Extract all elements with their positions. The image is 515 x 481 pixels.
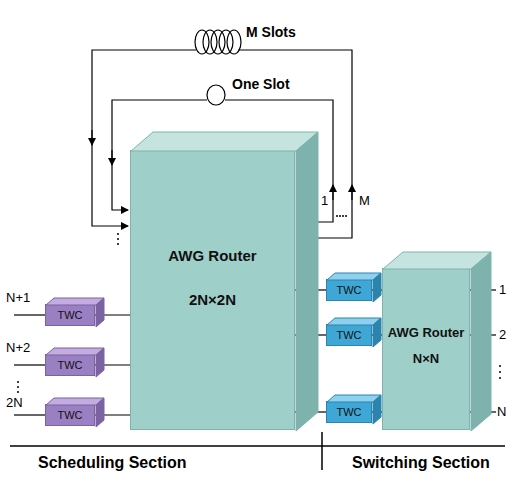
router-label: 2N×2N [131, 291, 294, 308]
awg-router-box: AWG RouterN×N [382, 268, 470, 430]
router-label: N×N [383, 351, 469, 366]
converter-label: TWC [46, 309, 94, 321]
awg-router-box: AWG Router 2N×2N [130, 150, 295, 430]
box-3d-faces [383, 269, 471, 431]
converter-label: TWC [46, 359, 94, 371]
converter-label: TWC [327, 329, 371, 341]
twc-box: TWC [45, 404, 95, 426]
loop-index: 1 [321, 193, 328, 208]
coil-label: One Slot [232, 76, 290, 92]
twc-box: TWC [45, 354, 95, 376]
converter-label: TWC [46, 409, 94, 421]
twc-box: TWC [45, 304, 95, 326]
twc-box: TWC [326, 279, 372, 301]
port-number: 2N [6, 395, 23, 410]
port-number: 1 [499, 282, 506, 297]
port-number: N+1 [6, 290, 30, 305]
router-label: AWG Router [131, 247, 294, 264]
section-title: Scheduling Section [38, 454, 186, 472]
fiber-coils [195, 30, 241, 105]
router-label: AWG Router [383, 325, 469, 340]
twc-box: TWC [326, 401, 372, 423]
port-number: N [497, 404, 506, 419]
port-number: 2 [499, 327, 506, 342]
coil-label: M Slots [246, 24, 296, 40]
twc-box: TWC [326, 324, 372, 346]
loop-index: M [359, 193, 370, 208]
section-title: Switching Section [352, 454, 490, 472]
converter-label: TWC [327, 284, 371, 296]
converter-label: TWC [327, 406, 371, 418]
port-number: N+2 [6, 340, 30, 355]
